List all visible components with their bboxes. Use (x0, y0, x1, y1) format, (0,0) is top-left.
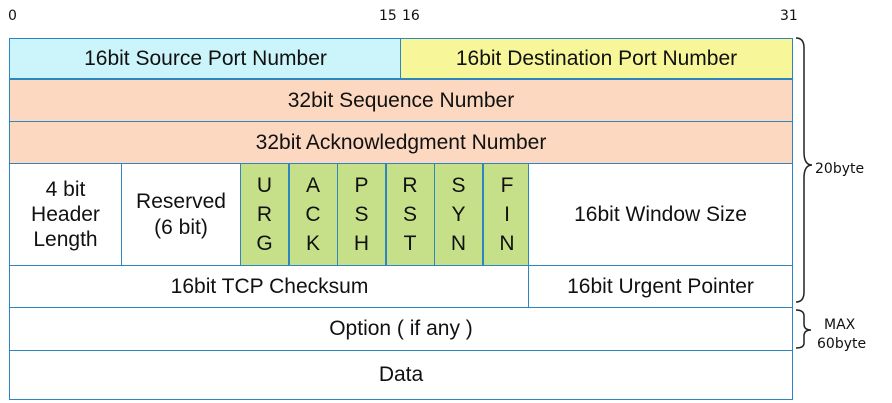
flag-letter: H (353, 232, 370, 255)
flag-letter: T (403, 232, 417, 255)
brace-svg (795, 37, 813, 349)
flag-letter: G (256, 232, 273, 255)
flag-letter: Y (451, 203, 466, 226)
bit-label-31: 31 (780, 8, 798, 24)
acknowledgment-number-field: 32bit Acknowledgment Number (9, 121, 793, 164)
reserved-field: Reserved (6 bit) (121, 163, 241, 266)
header-20byte-brace (795, 37, 813, 303)
max-label: MAX (824, 317, 856, 333)
flag-letter: R (402, 174, 418, 197)
flag-letter: U (256, 174, 273, 197)
flag-letter: S (354, 203, 369, 226)
urgent-pointer-field: 16bit Urgent Pointer (528, 265, 793, 308)
flag-letter: R (256, 203, 273, 226)
flag-letter: I (504, 203, 510, 226)
header-length-field: 4 bit Header Length (9, 163, 122, 266)
source-port-field: 16bit Source Port Number (9, 38, 402, 79)
header-size-label: 20byte (815, 161, 865, 177)
flag-letter: N (499, 232, 515, 255)
flag-letter: S (451, 174, 466, 197)
window-size-field: 16bit Window Size (528, 163, 793, 266)
bit-label-0: 0 (8, 8, 17, 24)
bit-label-16: 16 (402, 8, 420, 24)
flag-letter: S (402, 203, 417, 226)
bit-label-15: 15 (379, 8, 397, 24)
flag-letter: P (354, 174, 369, 197)
flag-letter: K (305, 232, 320, 255)
sequence-number-field: 32bit Sequence Number (9, 79, 793, 122)
flag-letter: A (305, 174, 320, 197)
max-size-label: 60byte (817, 336, 867, 352)
options-max-brace (795, 309, 812, 349)
flag-letter: N (450, 232, 467, 255)
data-field: Data (9, 350, 793, 400)
flag-letter: C (305, 203, 321, 226)
flag-letter: F (500, 174, 514, 197)
destination-port-field: 16bit Destination Port Number (400, 38, 793, 79)
checksum-field: 16bit TCP Checksum (9, 265, 530, 308)
option-field: Option ( if any ) (9, 307, 793, 351)
